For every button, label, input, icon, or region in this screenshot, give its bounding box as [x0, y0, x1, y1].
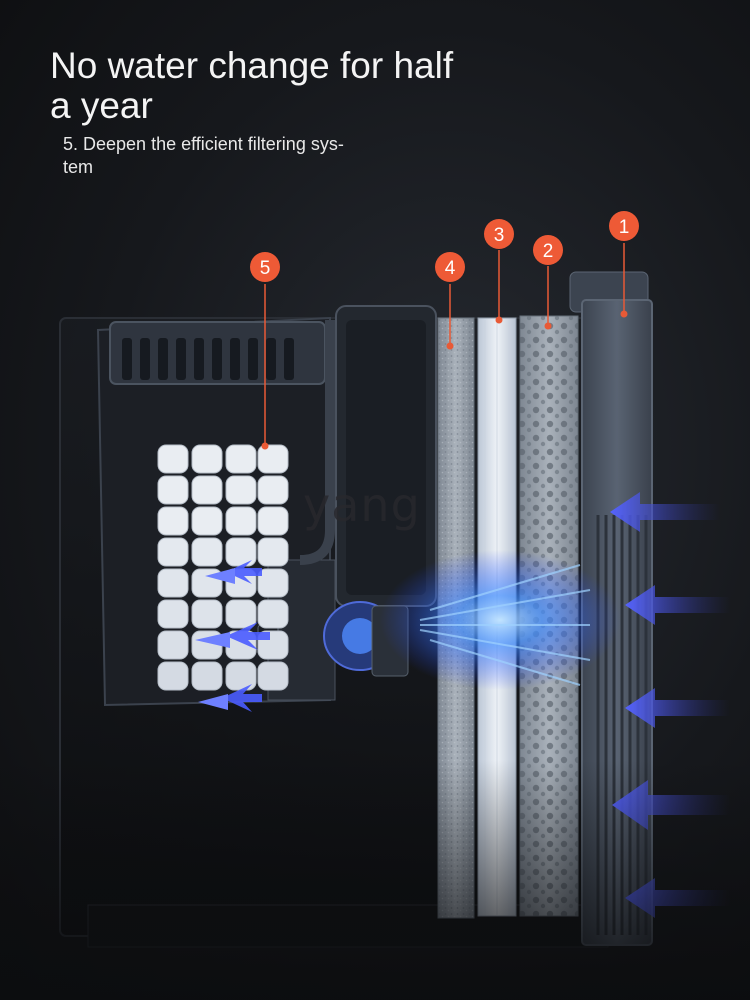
watermark: yang [303, 478, 421, 532]
callout-badge-4: 4 [435, 252, 465, 282]
callout-label-4: 4 [445, 258, 456, 279]
chamber-flow-arrows [195, 560, 270, 712]
callout-label-3: 3 [494, 225, 505, 246]
callout-label-2: 2 [543, 241, 554, 262]
callout-label-5: 5 [260, 258, 271, 279]
bottom-fade [0, 760, 750, 1000]
callout-lines [264, 243, 625, 446]
feature-subline: 5. Deepen the efficient filtering sys- t… [63, 134, 344, 177]
callout-badge-3: 3 [484, 219, 514, 249]
ceramic-rings [157, 444, 289, 691]
callout-dots [261, 310, 628, 450]
callout-badge-1: 1 [609, 211, 639, 241]
water-flow-glow [380, 550, 620, 690]
headline: No water change for half a year [50, 45, 454, 126]
callout-label-1: 1 [619, 217, 630, 238]
callout-badge-2: 2 [533, 235, 563, 265]
callout-badge-5: 5 [250, 252, 280, 282]
